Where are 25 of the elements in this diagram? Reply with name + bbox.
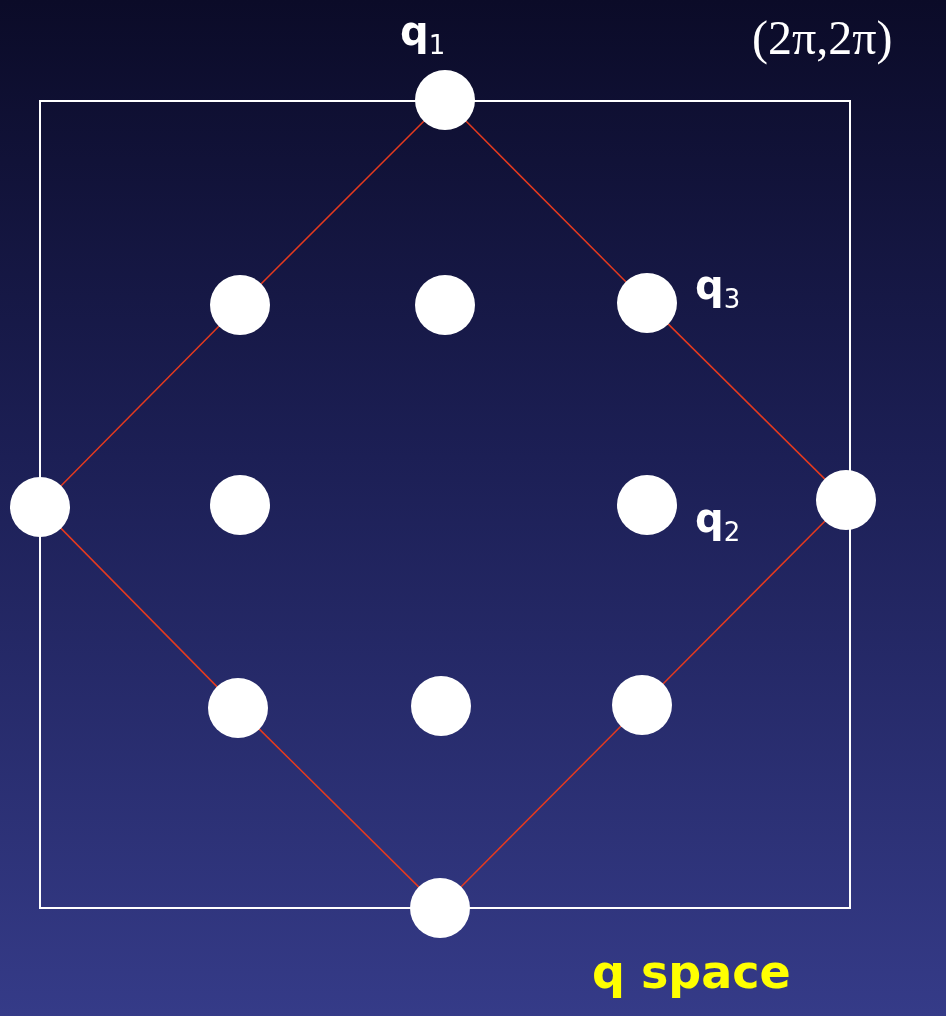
lattice-point xyxy=(210,275,270,335)
lattice-point xyxy=(816,470,876,530)
connecting-line xyxy=(260,120,425,285)
point-label: q$_{3}$ xyxy=(695,262,741,314)
lattice-point xyxy=(208,678,268,738)
connecting-line xyxy=(667,323,826,480)
lattice-point xyxy=(210,475,270,535)
connecting-line xyxy=(662,520,826,685)
lattice-point xyxy=(411,676,471,736)
point-label: q$_{1}$ xyxy=(400,8,446,60)
lattice-point xyxy=(10,477,70,537)
connecting-line xyxy=(460,725,622,888)
lattice-point xyxy=(415,275,475,335)
lattice-point xyxy=(612,675,672,735)
connecting-line xyxy=(60,527,218,688)
connecting-line xyxy=(465,120,627,283)
corner-coordinate: (2π,2π) xyxy=(752,10,893,65)
point-label: q$_{2}$ xyxy=(695,495,741,547)
connecting-line xyxy=(258,728,420,888)
lattice-point xyxy=(617,273,677,333)
lattice-point xyxy=(410,878,470,938)
connecting-line xyxy=(60,325,220,487)
lattice-point xyxy=(617,475,677,535)
caption-text: q space xyxy=(592,945,791,999)
lattice-point xyxy=(415,70,475,130)
